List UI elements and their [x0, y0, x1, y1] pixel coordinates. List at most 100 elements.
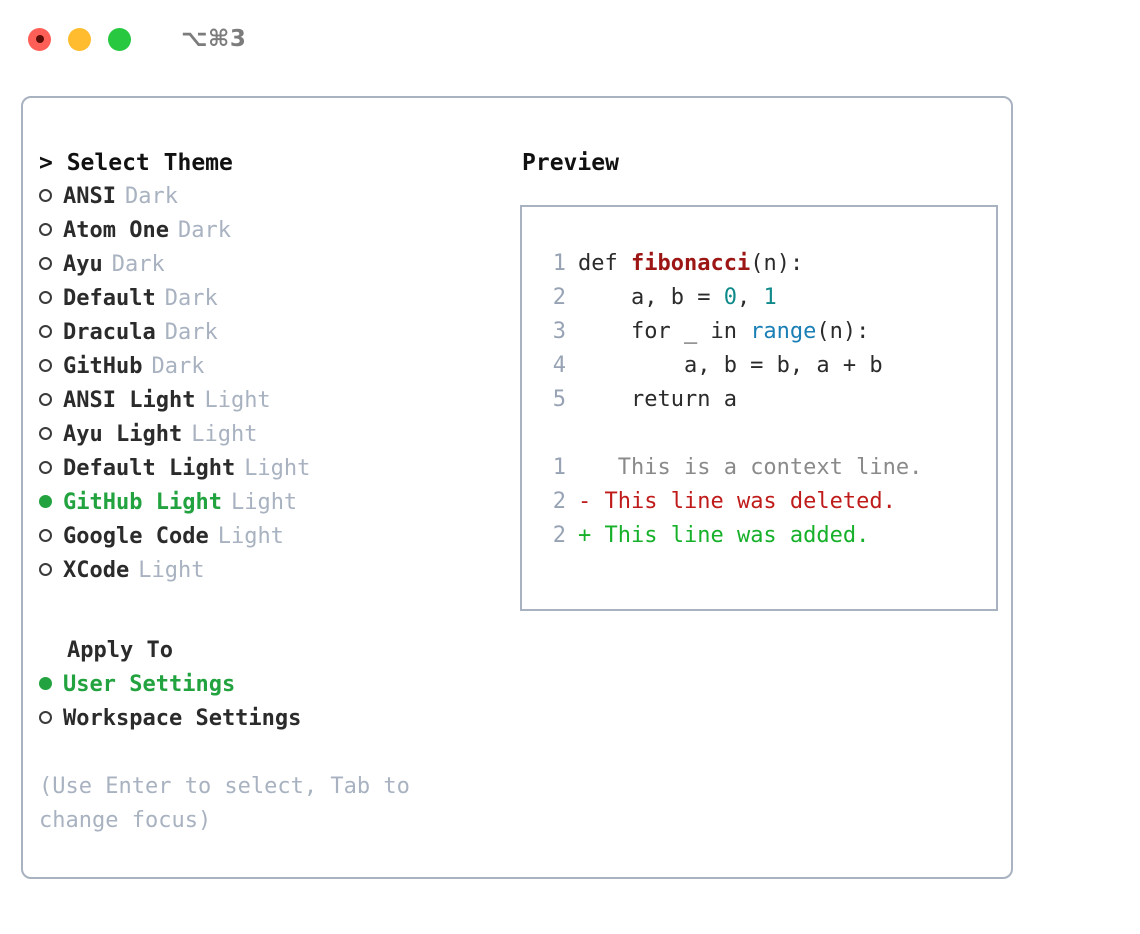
- line-number: 4: [552, 353, 566, 378]
- code-token-builtin: range: [750, 319, 817, 344]
- radio-unselected-icon: [39, 461, 63, 474]
- theme-option-label: Dracula: [63, 320, 156, 345]
- radio-unselected-icon: [39, 257, 63, 270]
- diff-text: This line was added.: [591, 523, 870, 548]
- code-token-num: 1: [763, 285, 777, 310]
- code-token-plain: (n):: [816, 319, 870, 344]
- radio-unselected-icon: [39, 291, 63, 304]
- maximize-button[interactable]: [108, 27, 131, 51]
- theme-variant-tag: Light: [217, 524, 284, 549]
- theme-option-label: Atom One: [63, 218, 169, 243]
- theme-option-atom-one[interactable]: Atom One Dark: [39, 214, 499, 248]
- apply-to-option-label: Workspace Settings: [63, 706, 302, 731]
- code-text: def fibonacci(n):: [578, 247, 803, 281]
- theme-variant-tag: Light: [230, 490, 298, 515]
- line-number: 2: [552, 285, 566, 310]
- theme-option-ansi[interactable]: ANSI Dark: [39, 180, 499, 214]
- code-line: 2 a, b = 0, 1: [540, 281, 996, 315]
- line-number: 1: [552, 455, 566, 480]
- diff-sample: 1 This is a context line.2- This line wa…: [540, 451, 996, 553]
- apply-to-heading: Apply To: [67, 638, 173, 663]
- code-text: return a: [578, 383, 737, 417]
- theme-option-default-light[interactable]: Default Light Light: [39, 452, 499, 486]
- code-line: 5 return a: [540, 383, 996, 417]
- theme-variant-tag: Dark: [177, 218, 231, 243]
- theme-variant-tag: Light: [191, 422, 258, 447]
- select-theme-heading: > Select Theme: [39, 150, 233, 176]
- code-token-plain: ,: [736, 285, 764, 310]
- radio-unselected-icon: [39, 529, 63, 542]
- title-bar: ⌥⌘3: [0, 0, 1140, 78]
- line-number: 2: [552, 489, 566, 514]
- code-token-plain: for _ in: [578, 319, 751, 344]
- code-line: 4 a, b = b, a + b: [540, 349, 996, 383]
- theme-option-label: GitHub Light: [63, 490, 222, 515]
- code-token-num: 0: [723, 285, 737, 310]
- theme-option-github[interactable]: GitHub Dark: [39, 350, 499, 384]
- radio-selected-icon: [39, 677, 63, 690]
- line-number: 3: [552, 319, 566, 344]
- code-line: 3 for _ in range(n):: [540, 315, 996, 349]
- diff-line-add: 2+ This line was added.: [540, 519, 996, 553]
- diff-text: This is a context line.: [591, 455, 923, 480]
- theme-option-default[interactable]: Default Dark: [39, 282, 499, 316]
- theme-option-dracula[interactable]: Dracula Dark: [39, 316, 499, 350]
- close-button[interactable]: [28, 27, 51, 51]
- theme-variant-tag: Light: [244, 456, 311, 481]
- theme-variant-tag: Dark: [164, 320, 218, 345]
- code-token-fn: fibonacci: [630, 251, 751, 276]
- code-token-plain: def: [578, 251, 631, 276]
- radio-unselected-icon: [39, 223, 63, 236]
- theme-option-label: XCode: [63, 558, 130, 583]
- code-text: a, b = b, a + b: [578, 349, 883, 383]
- radio-unselected-icon: [39, 427, 63, 440]
- radio-unselected-icon: [39, 711, 63, 724]
- theme-option-label: Default Light: [63, 456, 236, 481]
- theme-option-label: GitHub: [63, 354, 143, 379]
- keyboard-hint-text: (Use Enter to select, Tab to change focu…: [39, 774, 410, 833]
- line-number: 1: [552, 251, 566, 276]
- minimize-button[interactable]: [68, 27, 91, 51]
- theme-option-github-light[interactable]: GitHub Light Light: [39, 486, 499, 520]
- theme-option-label: Ayu Light: [63, 422, 183, 447]
- code-text: for _ in range(n):: [578, 315, 869, 349]
- radio-selected-icon: [39, 495, 63, 508]
- theme-option-ayu-light[interactable]: Ayu Light Light: [39, 418, 499, 452]
- code-token-plain: return a: [578, 387, 737, 412]
- code-token-plain: a, b =: [578, 285, 724, 310]
- radio-unselected-icon: [39, 189, 63, 202]
- apply-to-option-user-settings[interactable]: User Settings: [39, 668, 499, 702]
- radio-unselected-icon: [39, 325, 63, 338]
- diff-line-ctx: 1 This is a context line.: [540, 451, 996, 485]
- theme-option-label: Google Code: [63, 524, 209, 549]
- apply-to-option-workspace-settings[interactable]: Workspace Settings: [39, 702, 499, 736]
- diff-marker: -: [578, 489, 592, 514]
- theme-variant-tag: Dark: [124, 184, 178, 209]
- code-line: 1 def fibonacci(n):: [540, 247, 996, 281]
- radio-unselected-icon: [39, 359, 63, 372]
- radio-unselected-icon: [39, 563, 63, 576]
- theme-option-label: Default: [63, 286, 156, 311]
- line-number: 5: [552, 387, 566, 412]
- theme-variant-tag: Dark: [151, 354, 205, 379]
- diff-line-del: 2- This line was deleted.: [540, 485, 996, 519]
- theme-option-google-code[interactable]: Google Code Light: [39, 520, 499, 554]
- keyboard-shortcut-label: ⌥⌘3: [181, 26, 247, 52]
- code-token-plain: a, b = b, a + b: [578, 353, 883, 378]
- theme-variant-tag: Dark: [164, 286, 218, 311]
- theme-variant-tag: Light: [204, 388, 271, 413]
- theme-variant-tag: Dark: [111, 252, 165, 277]
- code-text: a, b = 0, 1: [578, 281, 777, 315]
- window-controls: [28, 27, 131, 51]
- theme-option-label: ANSI: [63, 184, 116, 209]
